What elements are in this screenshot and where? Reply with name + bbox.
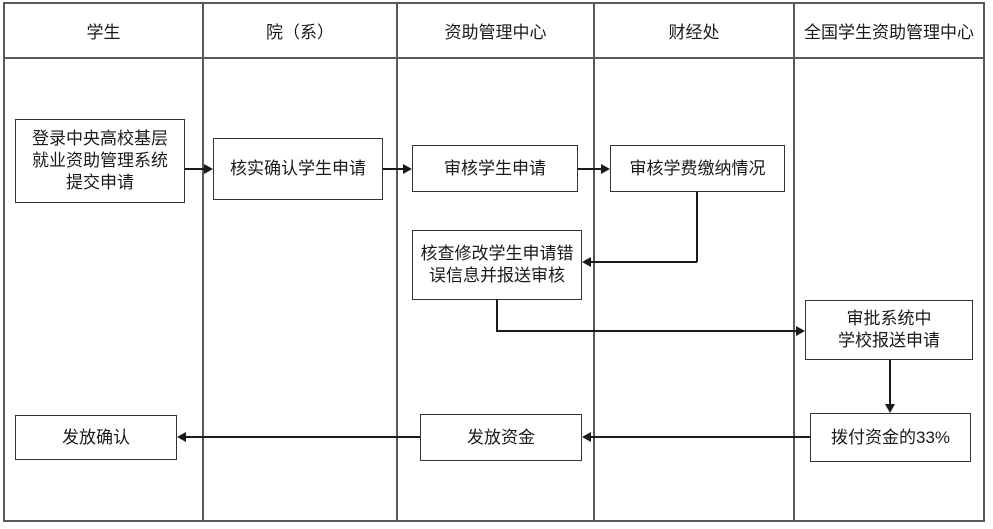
arrowhead-right-icon [204,164,213,174]
step-verify-confirm-application: 核实确认学生申请 [213,138,383,200]
step-distribute-funds: 发放资金 [420,414,582,461]
connector-approve-to-allocate [889,360,891,404]
lane-divider [202,2,204,522]
connector-check-errors-down-segment [496,300,498,331]
step-check-fix-errors-submit: 核查修改学生申请错 误信息并报送审核 [412,230,582,300]
arrowhead-right-icon [403,164,412,174]
lane-header-finance-office: 财经处 [668,23,720,42]
step-login-submit-application: 登录中央高校基层 就业资助管理系统 提交申请 [15,119,185,203]
connector-verify-to-review [383,168,403,170]
lane-header-student: 学生 [86,23,121,42]
connector-check-errors-to-approve [496,330,796,332]
step-distribution-confirmation: 发放确认 [15,415,177,460]
connector-tuition-down-segment [696,192,698,262]
step-review-tuition-payment: 审核学费缴纳情况 [610,145,785,192]
arrowhead-left-icon [582,432,591,442]
step-review-student-application: 审核学生申请 [412,145,578,192]
arrowhead-left-icon [177,432,186,442]
connector-distribute-to-confirm [186,436,420,438]
diagram-border [3,2,985,522]
lane-header-funding-center: 资助管理中心 [444,23,547,42]
connector-allocate-to-distribute [591,436,810,438]
arrowhead-left-icon [582,257,591,267]
header-separator-line [3,57,985,59]
arrowhead-down-icon [885,404,895,413]
connector-tuition-to-check-errors [591,261,697,263]
lane-header-national-center: 全国学生资助管理中心 [804,23,974,42]
step-allocate-33-percent-funds: 拨付资金的33% [810,413,971,462]
step-approve-school-submission: 审批系统中 学校报送申请 [805,300,973,360]
arrowhead-right-icon [601,164,610,174]
arrowhead-right-icon [796,326,805,336]
lane-divider [793,2,795,522]
connector-login-to-verify [185,168,205,170]
lane-header-department: 院（系） [266,23,334,42]
lane-divider [396,2,398,522]
connector-review-to-tuition [578,168,601,170]
